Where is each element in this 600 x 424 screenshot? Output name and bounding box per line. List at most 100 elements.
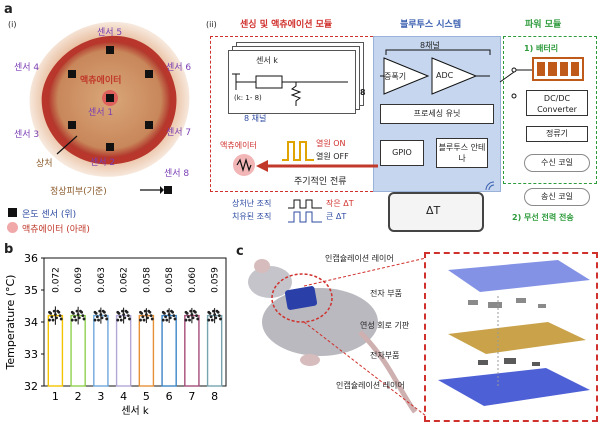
sensor-6-dot (145, 70, 153, 78)
eight-channel-label: 8 채널 (244, 114, 267, 123)
data-point (139, 318, 142, 322)
data-point (74, 318, 78, 322)
data-point (210, 318, 214, 322)
data-point (58, 314, 62, 317)
smartphone (388, 192, 484, 232)
legend-actuator-text: 액츄에이터 (아래) (22, 225, 90, 235)
error-label: 0.069 (74, 267, 84, 293)
data-point (209, 315, 213, 319)
power-switch (499, 67, 532, 99)
data-point (51, 318, 55, 322)
data-point (77, 316, 81, 320)
data-point (53, 313, 57, 316)
data-point (99, 313, 103, 316)
data-point (104, 314, 107, 317)
data-point (124, 309, 128, 313)
data-point (161, 310, 165, 314)
x-tick-label: 5 (143, 390, 150, 403)
sensor-resistor-circuit (232, 73, 348, 106)
panel-a-label: a (4, 2, 13, 17)
data-point (95, 315, 99, 319)
sensor-3-dot (68, 121, 76, 129)
normal-skin-arrow-icon (140, 186, 164, 194)
channels-8-label: 8채널 (420, 41, 440, 50)
data-point (143, 309, 147, 313)
data-point (146, 316, 149, 320)
data-point (184, 318, 188, 322)
sensor-5-label: 센서 5 (97, 28, 123, 38)
sensor-8-label: 센서 8 (164, 169, 190, 179)
data-point (116, 318, 120, 322)
data-point (142, 318, 146, 322)
amp-adc-shapes (380, 57, 490, 95)
battery-label: 1) 배터리 (524, 44, 559, 53)
amplifier-label: 증폭기 (384, 72, 407, 81)
wireless-signal-icon (485, 181, 495, 191)
rectifier-block: 정류기 (526, 126, 588, 142)
layer-label-4: 전자부품 (370, 351, 400, 360)
sensor-7-dot (145, 121, 153, 129)
data-point (196, 317, 200, 321)
data-point (213, 313, 217, 316)
data-point (73, 315, 76, 319)
pulse-waveform-icon (282, 141, 314, 161)
data-point (119, 318, 123, 322)
data-point (144, 313, 148, 316)
bluetooth-system-title: 블루투스 시스템 (400, 20, 462, 30)
x-tick-label: 3 (97, 390, 104, 403)
error-label: 0.063 (97, 267, 107, 293)
bus-8-label: 8 (360, 88, 366, 97)
sensor-2-label: 센서 2 (90, 158, 116, 168)
y-tick-label: 36 (24, 252, 38, 265)
data-point (207, 318, 211, 322)
sensor-8-dot (164, 186, 172, 194)
sensor-1-label: 센서 1 (88, 108, 114, 118)
data-point (98, 309, 102, 313)
healed-tissue-label: 치유된 조직 (232, 212, 272, 221)
x-tick-label: 1 (52, 390, 59, 403)
periodic-current-label: 주기적인 전류 (294, 177, 347, 187)
data-point (52, 309, 56, 313)
normal-skin-label: 정상피부(기준) (50, 187, 107, 197)
heat-on-label: 열원 ON (316, 139, 346, 148)
data-point (191, 316, 195, 320)
data-point (122, 313, 126, 316)
panel-a-i-label: (i) (8, 20, 17, 29)
wound-pointer (56, 135, 78, 155)
data-point (188, 318, 191, 322)
power-module-title: 파워 모듈 (525, 20, 562, 30)
layer-label-2: 전자 부품 (370, 289, 402, 298)
data-point (70, 310, 74, 314)
data-point (100, 316, 104, 320)
data-point (128, 317, 131, 321)
sensor-k-label: 센서 k (256, 56, 278, 65)
data-point (118, 315, 122, 319)
data-point (82, 317, 86, 321)
data-point (79, 309, 82, 313)
data-point (173, 317, 177, 321)
dcdc-converter-block: DC/DC Converter (526, 90, 588, 116)
y-tick-label: 32 (24, 380, 38, 393)
wound-label: 상처 (36, 159, 53, 169)
data-point (214, 316, 218, 320)
x-tick-label: 2 (75, 390, 82, 403)
error-label: 0.058 (142, 267, 152, 293)
sensor-6-label: 센서 6 (166, 63, 192, 73)
rat-with-device-illustration (248, 259, 418, 414)
data-point (219, 317, 222, 321)
data-point (48, 310, 51, 314)
data-point (55, 316, 58, 320)
data-point (190, 313, 194, 316)
panel-b-label: b (4, 242, 14, 257)
tx-coil: 송신 코일 (524, 188, 590, 206)
y-tick-label: 33 (24, 348, 38, 361)
error-label: 0.072 (51, 267, 61, 293)
temperature-bar-chart: 32333435360.07210.06920.06330.06240.0585… (4, 252, 227, 417)
layer-label-1: 인캡슐레이션 레이어 (325, 254, 394, 263)
data-point (170, 309, 173, 313)
error-label: 0.060 (188, 267, 198, 293)
x-axis-label: 센서 k (121, 405, 149, 417)
exploded-view-box (424, 252, 598, 422)
exploded-layers-illustration (438, 260, 590, 406)
processing-unit-block: 프로세싱 유닛 (380, 104, 494, 124)
